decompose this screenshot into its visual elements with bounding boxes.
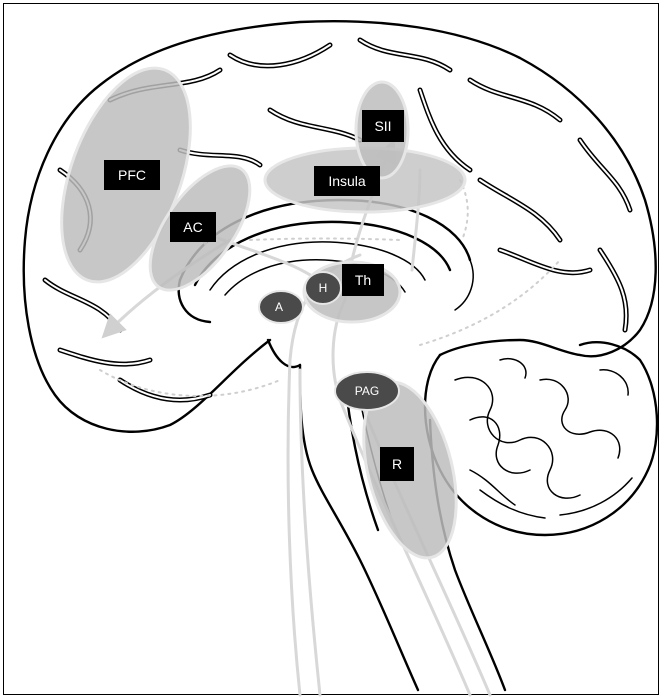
svg-text:H: H bbox=[319, 281, 328, 295]
svg-text:SII: SII bbox=[374, 118, 391, 134]
a-label: A bbox=[275, 300, 283, 314]
ac-label: AC bbox=[170, 212, 216, 242]
svg-text:R: R bbox=[392, 456, 402, 472]
sii-label: SII bbox=[362, 110, 404, 142]
svg-text:Th: Th bbox=[355, 272, 371, 288]
pag-label: PAG bbox=[355, 384, 379, 398]
cerebellum bbox=[425, 342, 657, 535]
svg-text:AC: AC bbox=[183, 219, 202, 235]
svg-text:Insula: Insula bbox=[328, 173, 366, 189]
r-label: R bbox=[380, 447, 414, 481]
h-label: H bbox=[319, 281, 328, 295]
insula-label: Insula bbox=[314, 166, 380, 196]
svg-text:A: A bbox=[275, 300, 283, 314]
svg-text:PAG: PAG bbox=[355, 384, 379, 398]
svg-text:PFC: PFC bbox=[118, 167, 146, 183]
pfc-label: PFC bbox=[104, 160, 160, 190]
th-label: Th bbox=[342, 264, 384, 296]
